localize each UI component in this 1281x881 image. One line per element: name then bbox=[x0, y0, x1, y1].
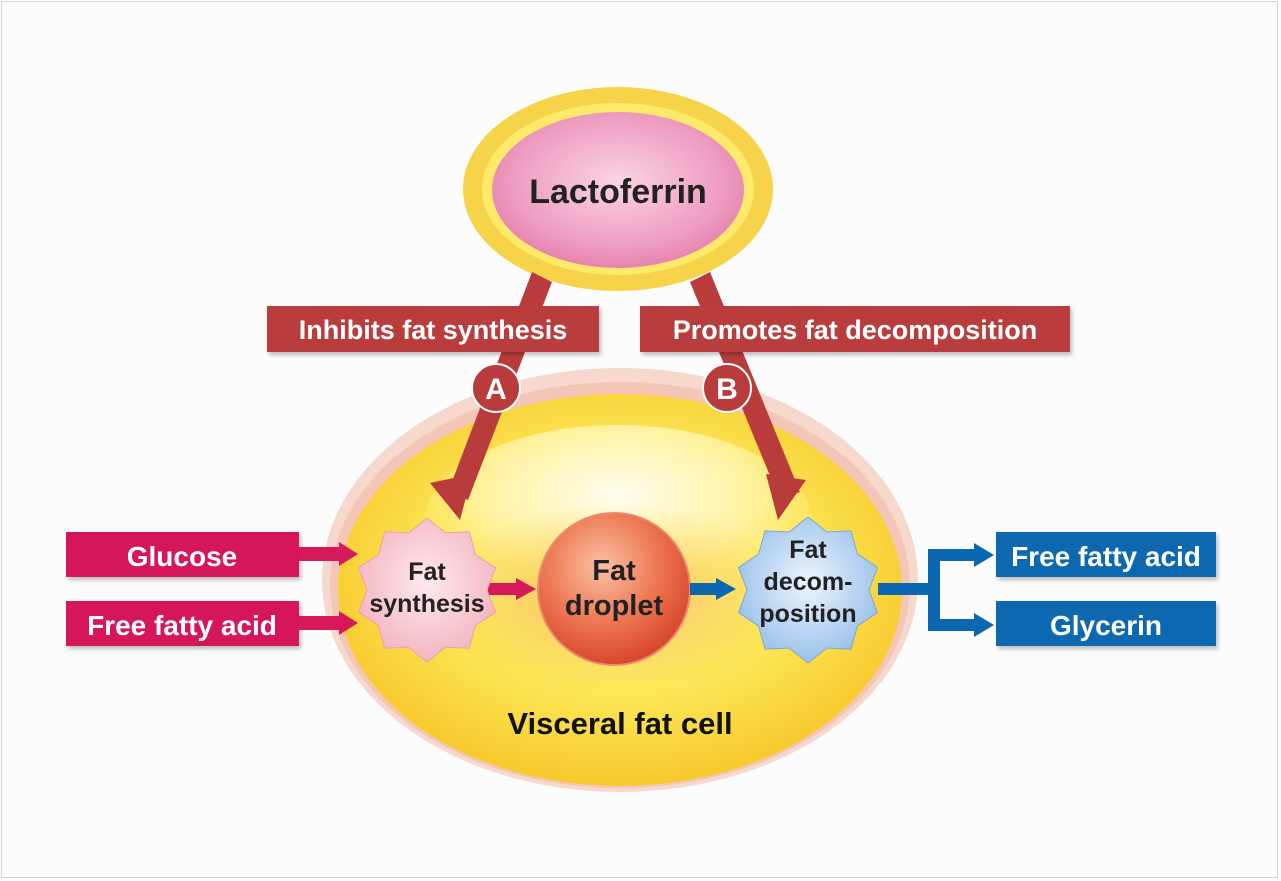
input-glucose-label: Glucose bbox=[127, 541, 237, 572]
droplet-arrow-shaft bbox=[690, 583, 718, 595]
output-glycerin-bg bbox=[996, 601, 1216, 646]
output-arrow-1-shaft bbox=[928, 549, 976, 561]
fat-droplet-line2: droplet bbox=[565, 590, 664, 622]
synthesis-to-droplet-head bbox=[516, 578, 536, 600]
fat-droplet-circle bbox=[537, 512, 691, 666]
output-stem bbox=[878, 583, 932, 595]
fat-synthesis-line2: synthesis bbox=[369, 590, 484, 618]
input-glucose-bg bbox=[66, 532, 299, 577]
lactoferrin-label: Lactoferrin bbox=[529, 173, 707, 211]
arrow-b-head bbox=[766, 474, 806, 520]
fat-synthesis-star bbox=[357, 517, 497, 663]
output-arrow-1-head bbox=[974, 543, 994, 567]
fat-decomposition-line3: position bbox=[759, 600, 856, 628]
output-free-fatty-acid: Free fatty acid bbox=[996, 532, 1216, 577]
input-glucose: Glucose bbox=[66, 532, 299, 577]
output-branch bbox=[928, 549, 940, 631]
fat-droplet-node: Fat droplet bbox=[537, 512, 691, 666]
marker-b-circle bbox=[702, 363, 752, 413]
arrow-a-head bbox=[430, 474, 472, 520]
fat-droplet-line1: Fat bbox=[592, 555, 636, 587]
inhibits-label-box: Inhibits fat synthesis bbox=[267, 306, 599, 352]
output-glycerin-label: Glycerin bbox=[1050, 610, 1162, 641]
ffa-arrow-head bbox=[339, 611, 358, 635]
input-ffa-label: Free fatty acid bbox=[87, 610, 277, 641]
fat-decomposition-star bbox=[737, 516, 879, 664]
promotes-label-box: Promotes fat decomposition bbox=[640, 306, 1070, 352]
glucose-arrow-shaft bbox=[299, 547, 341, 561]
ffa-arrow-shaft bbox=[299, 616, 341, 630]
input-ffa-bg bbox=[66, 601, 299, 646]
glucose-arrow-head bbox=[339, 542, 358, 566]
output-arrow-2-shaft bbox=[928, 619, 976, 631]
lactoferrin-node: Lactoferrin bbox=[463, 87, 773, 291]
marker-b-label: B bbox=[716, 373, 738, 406]
fat-decomposition-line1: Fat bbox=[789, 536, 827, 564]
marker-a-label: A bbox=[485, 373, 507, 406]
lactoferrin-core bbox=[492, 112, 744, 268]
output-glycerin: Glycerin bbox=[996, 601, 1216, 646]
input-arrows bbox=[299, 542, 536, 635]
output-ffa-label: Free fatty acid bbox=[1011, 541, 1201, 572]
inhibits-label-bg bbox=[267, 306, 599, 352]
promotes-label: Promotes fat decomposition bbox=[673, 315, 1038, 345]
marker-b: B bbox=[702, 363, 752, 413]
synthesis-to-droplet-shaft bbox=[488, 583, 518, 595]
fat-decomposition-node: Fat decom- position bbox=[737, 516, 879, 664]
output-arrow-2-head bbox=[974, 613, 994, 637]
fat-synthesis-line1: Fat bbox=[408, 558, 446, 586]
output-connector bbox=[878, 543, 994, 637]
marker-a: A bbox=[471, 363, 521, 413]
cell-label: Visceral fat cell bbox=[507, 706, 732, 741]
input-free-fatty-acid: Free fatty acid bbox=[66, 601, 299, 646]
marker-a-circle bbox=[471, 363, 521, 413]
droplet-arrow-head bbox=[716, 578, 736, 600]
droplet-to-decomposition-arrow bbox=[690, 578, 736, 600]
fat-decomposition-line2: decom- bbox=[764, 568, 853, 596]
fat-synthesis-node: Fat synthesis bbox=[357, 517, 497, 663]
output-ffa-bg bbox=[996, 532, 1216, 577]
inhibits-label: Inhibits fat synthesis bbox=[299, 315, 568, 345]
promotes-label-bg bbox=[640, 306, 1070, 352]
